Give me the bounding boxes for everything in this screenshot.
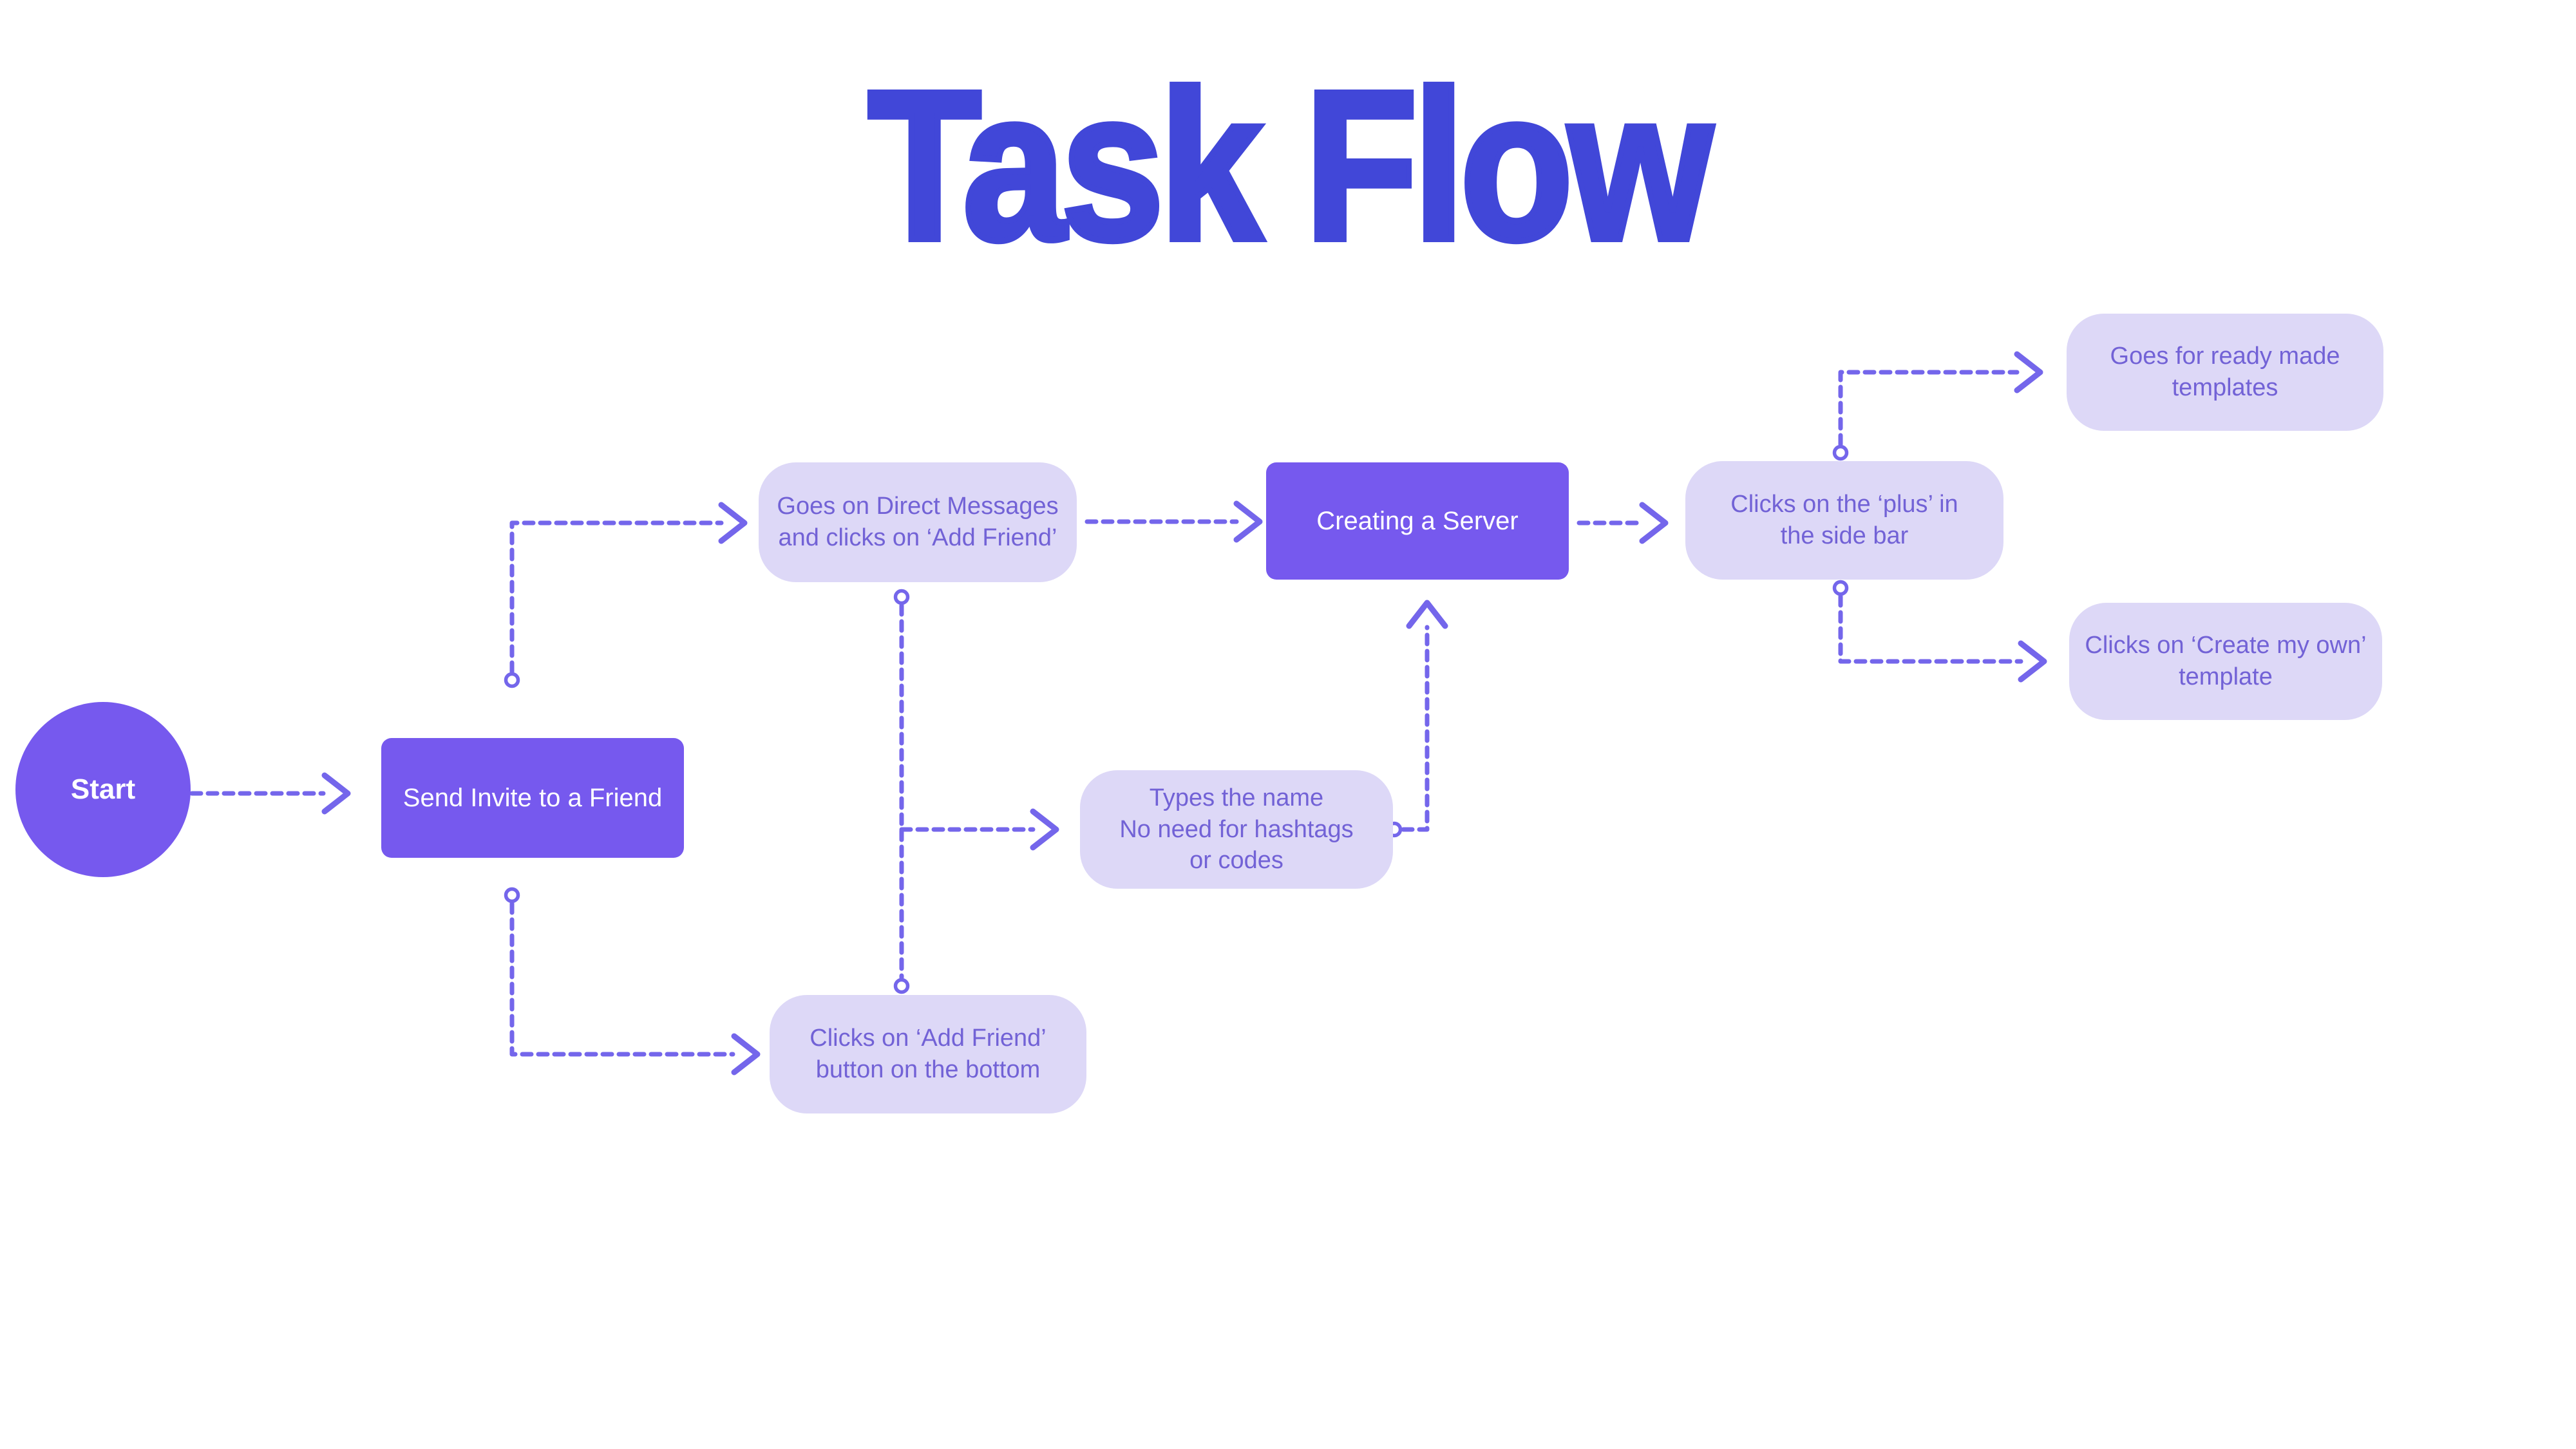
node-creating-server[interactable]: Creating a Server (1266, 462, 1569, 580)
connector-send-invite-to-goes-dm[interactable] (504, 502, 748, 688)
connector-start-dot (1832, 444, 1849, 461)
node-label: Goes on Direct Messages and clicks on ‘A… (777, 493, 1059, 551)
node-label: Goes for ready made templates (2110, 343, 2340, 401)
arrowhead-up-icon (1406, 600, 1448, 629)
arrowhead-right-icon (718, 502, 748, 544)
connector-clicks-plus-to-create-own[interactable] (1832, 580, 2047, 683)
arrowhead-right-icon (1030, 808, 1059, 851)
connector-clicks-plus-to-ready-templates[interactable] (1832, 351, 2043, 461)
node-send-invite[interactable]: Send Invite to a Friend (381, 738, 684, 858)
node-label: Send Invite to a Friend (402, 784, 663, 812)
arrowhead-right-icon (1639, 502, 1669, 544)
node-label: Start (70, 773, 136, 805)
node-label: Clicks on ‘Create my own’ template (2085, 632, 2367, 690)
connector-line (1838, 370, 2020, 447)
arrowhead-right-icon (1233, 500, 1263, 543)
connector-start-dot (504, 887, 520, 904)
connector-line (509, 901, 735, 1057)
connector-start-dot (1832, 580, 1849, 596)
connector-start-dot (504, 672, 520, 688)
node-label: Clicks on ‘Add Friend’ button on the bot… (810, 1025, 1046, 1083)
node-add-friend-button[interactable]: Clicks on ‘Add Friend’ button on the bot… (770, 995, 1086, 1113)
node-label: Types the name No need for hashtags or c… (1119, 784, 1354, 875)
connector-types-name-to-creating-server[interactable] (1386, 600, 1448, 838)
connector-start-dot (893, 589, 910, 605)
arrowhead-right-icon (731, 1033, 761, 1075)
page-title: Task Flow (866, 46, 1716, 284)
arrowhead-right-icon (2018, 640, 2047, 683)
node-goes-direct-messages[interactable]: Goes on Direct Messages and clicks on ‘A… (759, 462, 1077, 582)
node-start[interactable]: Start (15, 702, 191, 877)
node-label: Creating a Server (1316, 507, 1519, 535)
connector-end-dot (893, 978, 910, 994)
connector-line (509, 520, 724, 674)
node-ready-made-templates[interactable]: Goes for ready made templates (2067, 314, 2383, 431)
node-types-the-name[interactable]: Types the name No need for hashtags or c… (1080, 770, 1393, 889)
connector-send-invite-to-add-friend[interactable] (504, 887, 761, 1075)
node-create-my-own-template[interactable]: Clicks on ‘Create my own’ template (2069, 603, 2382, 720)
connector-line (1401, 625, 1430, 832)
node-clicks-plus-sidebar[interactable]: Clicks on the ‘plus’ in the side bar (1685, 461, 2003, 580)
connector-creating-server-to-clicks-plus[interactable] (1577, 502, 1669, 544)
connector-goes-dm-to-types-name[interactable] (893, 589, 1059, 994)
node-label: Clicks on the ‘plus’ in the side bar (1730, 491, 1958, 549)
connector-line (1838, 594, 2023, 664)
arrowhead-right-icon (2014, 351, 2043, 393)
connector-start-to-send-invite[interactable] (189, 772, 351, 815)
connector-goes-dm-to-creating-server[interactable] (1084, 500, 1263, 543)
arrowhead-right-icon (321, 772, 351, 815)
